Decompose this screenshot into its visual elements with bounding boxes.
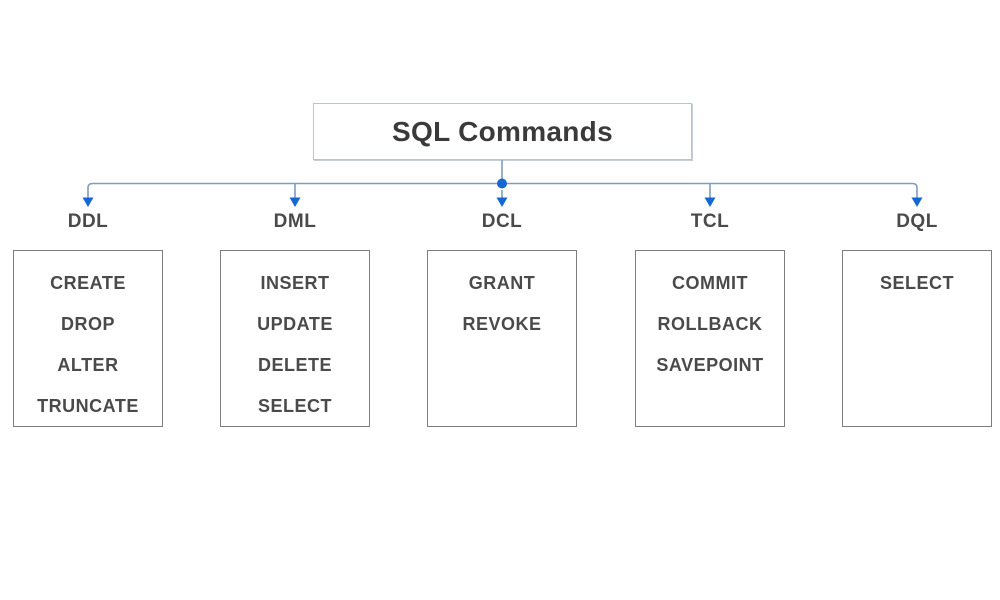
category-box: GRANT REVOKE: [427, 250, 577, 427]
diagram-title: SQL Commands: [392, 115, 613, 147]
category-label: DCL: [481, 211, 523, 232]
command-item: DROP: [60, 314, 115, 334]
category-box: INSERT UPDATE DELETE SELECT: [220, 250, 370, 427]
junction-dot-icon: [497, 178, 507, 189]
down-arrow-icon-ddl: [82, 197, 94, 207]
connector-horizontal: [87, 182, 918, 198]
title-box: SQL Commands: [313, 103, 692, 160]
command-item: SELECT: [257, 396, 332, 416]
category-dcl: DCL GRANT REVOKE: [427, 210, 577, 427]
category-ddl: DDL CREATE DROP ALTER TRUNCATE: [13, 210, 163, 427]
category-tcl: TCL COMMIT ROLLBACK SAVEPOINT: [635, 210, 785, 427]
command-item: REVOKE: [462, 314, 542, 334]
category-box: COMMIT ROLLBACK SAVEPOINT: [635, 250, 785, 427]
command-item: SAVEPOINT: [656, 355, 764, 375]
category-label: TCL: [690, 211, 730, 232]
command-item: INSERT: [260, 273, 330, 293]
down-arrow-icon-dml: [289, 197, 301, 207]
command-item: DELETE: [257, 355, 332, 375]
command-item: CREATE: [50, 273, 126, 293]
down-arrow-icon-dcl: [496, 197, 508, 207]
category-label: DDL: [67, 211, 109, 232]
command-item: TRUNCATE: [37, 396, 139, 416]
down-arrow-icon-tcl: [704, 197, 716, 207]
category-dml: DML INSERT UPDATE DELETE SELECT: [220, 210, 370, 427]
command-item: UPDATE: [257, 314, 333, 334]
command-item: ALTER: [57, 355, 119, 375]
command-item: SELECT: [879, 273, 954, 293]
category-label: DML: [273, 211, 317, 232]
category-box: SELECT: [842, 250, 992, 427]
command-item: GRANT: [468, 273, 536, 293]
category-dql: DQL SELECT: [842, 210, 992, 427]
down-arrow-icon-dql: [911, 197, 923, 207]
command-item: ROLLBACK: [657, 314, 763, 334]
command-item: COMMIT: [672, 273, 748, 293]
category-label: DQL: [896, 211, 938, 232]
category-box: CREATE DROP ALTER TRUNCATE: [13, 250, 163, 427]
